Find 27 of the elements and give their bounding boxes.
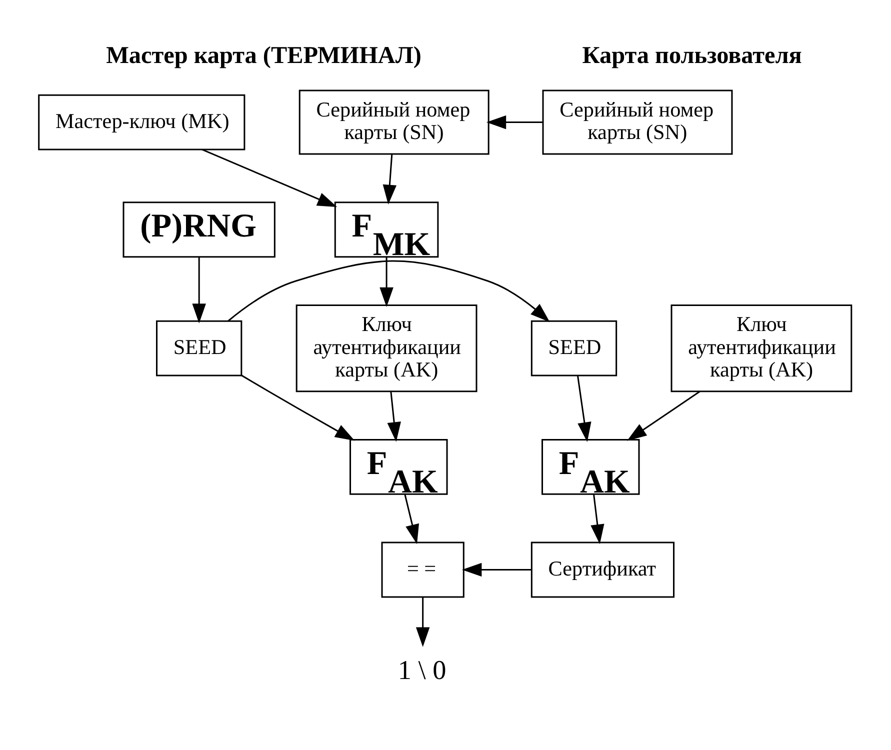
node-box: SEED [156, 320, 242, 376]
arrow [241, 374, 355, 440]
node-box: SEED [530, 320, 618, 376]
node-box: Серийный номер карты (SN) [298, 89, 490, 154]
node-box: Ключ аутентификации карты (AK) [296, 304, 478, 392]
arrow [416, 596, 430, 646]
arrow [462, 562, 532, 576]
node-box: Мастер-ключ (MK) [38, 94, 246, 150]
label: Мастер карта (ТЕРМИНАЛ) [106, 42, 422, 69]
node-box: Сертификат [530, 541, 675, 598]
arrow [486, 114, 543, 129]
arrow [228, 260, 550, 322]
arrow [192, 256, 206, 323]
arrow [202, 148, 338, 207]
arrow [387, 390, 401, 442]
arrow [590, 494, 604, 544]
node-box: Ключ аутентификации карты (AK) [670, 304, 852, 392]
node-box: = = [381, 541, 464, 598]
arrow [626, 390, 700, 440]
label: Карта пользователя [582, 42, 802, 69]
arrow [382, 154, 397, 204]
arrow [577, 375, 592, 442]
node-box: Серийный номер карты (SN) [542, 89, 733, 154]
arrow [380, 256, 394, 307]
arrow [404, 494, 420, 544]
node-box: (P)RNG [122, 201, 276, 258]
node-text: 1 \ 0 [398, 654, 446, 685]
